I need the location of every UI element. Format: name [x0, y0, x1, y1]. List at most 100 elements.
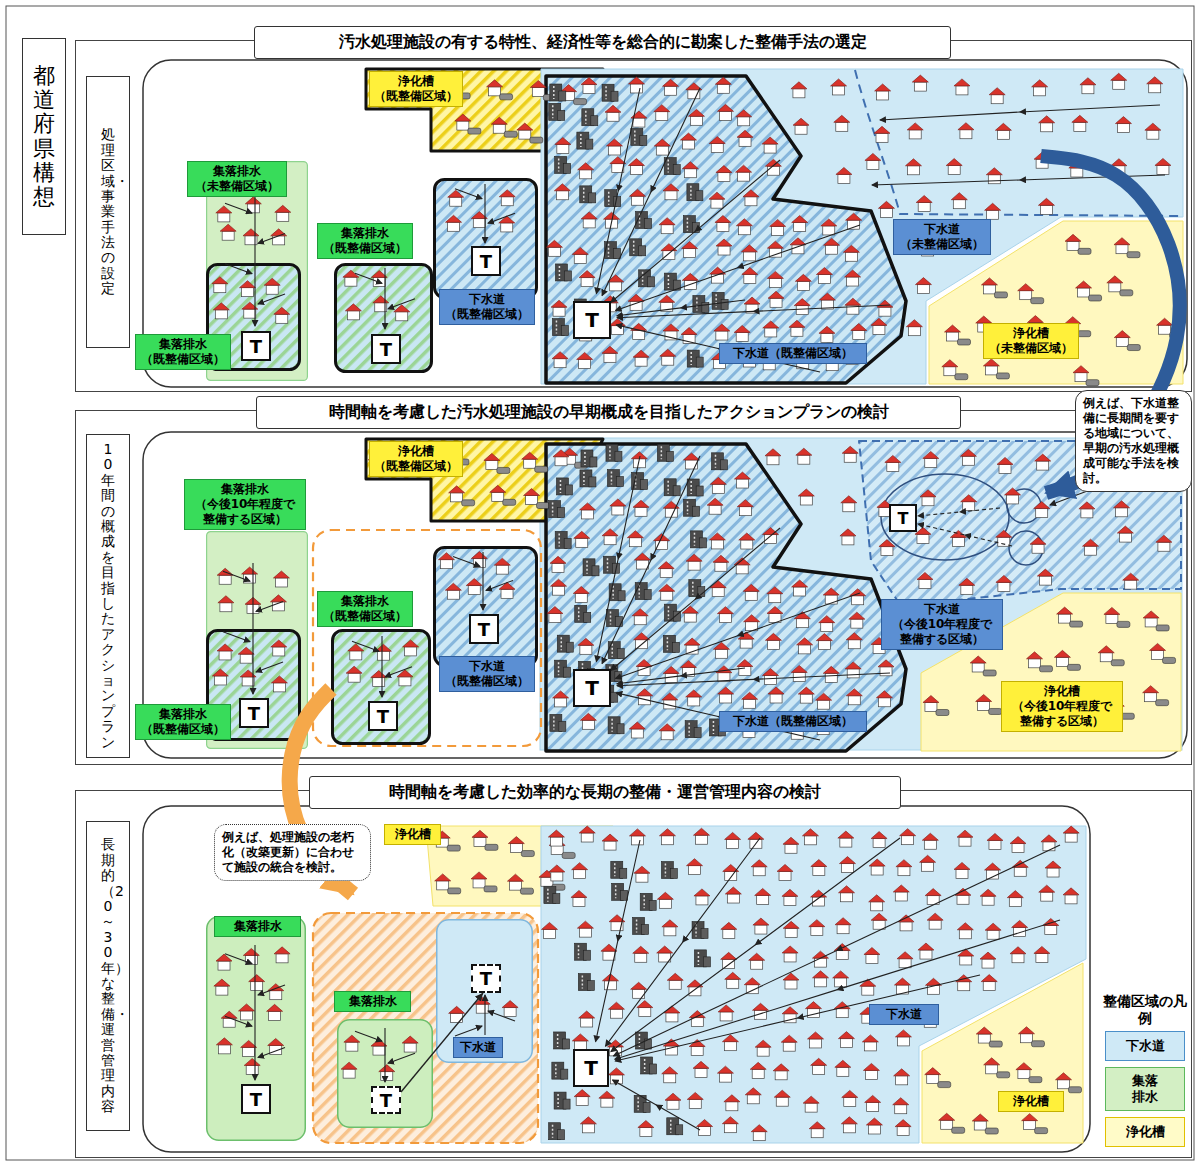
building-wing: [673, 280, 680, 290]
septic-house-icon: [1019, 699, 1045, 719]
house-wall: [743, 728, 755, 737]
house-wall: [532, 87, 544, 96]
septic-tank: [383, 97, 396, 103]
building-wing: [641, 480, 648, 490]
building-icon: [687, 479, 703, 496]
house-icon: [925, 978, 941, 994]
house-wall: [664, 927, 676, 936]
service-area: 集落排水 （既整備区域）T: [334, 263, 433, 373]
house-wall: [744, 274, 756, 283]
house-icon: [212, 669, 228, 685]
house-wall: [501, 589, 513, 598]
building-wing: [584, 950, 591, 960]
building-windows: [661, 446, 663, 459]
house-icon: [821, 219, 837, 235]
house-roof: [554, 184, 570, 191]
house-wall: [711, 199, 723, 208]
house-roof: [987, 833, 1003, 840]
house-icon: [762, 137, 778, 153]
house-wall: [669, 980, 681, 989]
house-wall: [746, 622, 758, 631]
house-wall: [683, 334, 695, 343]
house-roof: [920, 490, 936, 497]
house-wall: [794, 223, 806, 232]
building-icon: [640, 893, 656, 910]
house-wall: [755, 925, 767, 934]
house-icon: [927, 913, 943, 929]
septic-tank: [1127, 345, 1140, 351]
house-wall: [866, 954, 878, 963]
house-roof: [736, 219, 752, 226]
house-wall: [573, 897, 585, 906]
house-icon: [602, 974, 618, 990]
house-wall: [792, 245, 804, 254]
house-icon: [242, 567, 258, 583]
house-wall: [837, 925, 849, 934]
house-wall: [750, 839, 762, 848]
house-wall: [246, 1065, 258, 1074]
house-icon: [579, 503, 595, 519]
house-wall: [983, 285, 995, 294]
building-windows: [585, 111, 587, 124]
house-wall: [696, 896, 708, 905]
building-body: [549, 501, 561, 518]
stage-frame: [143, 806, 1090, 1152]
area-label: 浄化槽: [1013, 1094, 1049, 1108]
house-wall: [1014, 927, 1026, 936]
house-roof: [742, 267, 758, 274]
house-wall: [763, 361, 775, 370]
house-roof: [1115, 459, 1131, 466]
house-roof: [1083, 539, 1099, 546]
building-wing: [615, 451, 622, 461]
house-icon: [714, 324, 730, 340]
house-icon: [633, 500, 649, 516]
house-icon: [895, 1030, 911, 1046]
house-roof: [742, 692, 758, 699]
house-roof: [1030, 537, 1046, 544]
house-roof: [1114, 331, 1130, 338]
building-windows: [634, 130, 636, 143]
building-icon: [555, 660, 571, 677]
building-windows: [578, 301, 580, 314]
house-icon: [274, 307, 290, 323]
building-body: [580, 470, 592, 487]
house-icon: [925, 621, 941, 637]
house-wall: [1041, 892, 1053, 901]
house-icon: [893, 885, 909, 901]
house-icon: [379, 1065, 395, 1081]
house-wall: [437, 881, 449, 890]
house-icon: [238, 647, 254, 663]
house-wall: [770, 694, 782, 703]
house-icon: [878, 660, 894, 676]
side-label-box: 10年間の概成を目指したアクションプラン: [86, 434, 130, 758]
house-wall: [840, 1039, 852, 1048]
house-roof: [659, 724, 675, 731]
building-windows: [582, 976, 584, 989]
building-icon: [692, 922, 708, 939]
building-wing: [553, 894, 560, 904]
building-body: [577, 132, 589, 149]
house-icon: [684, 638, 700, 654]
building-icon: [580, 186, 596, 203]
house-icon: [958, 949, 974, 965]
house-icon: [768, 291, 784, 307]
house-roof: [1065, 317, 1081, 324]
house-roof: [274, 307, 290, 314]
house-icon: [900, 829, 916, 845]
building-wing: [592, 566, 599, 576]
plant-symbol: T: [478, 619, 490, 640]
house-wall: [242, 677, 254, 686]
house-wall: [871, 902, 883, 911]
house-icon: [777, 864, 793, 880]
house-icon: [767, 241, 783, 257]
house-icon: [809, 920, 825, 936]
house-roof: [551, 579, 567, 586]
house-wall: [373, 678, 385, 687]
house-icon: [791, 82, 807, 98]
house-icon: [663, 1039, 679, 1055]
building-windows: [558, 662, 560, 675]
house-wall: [1109, 283, 1121, 292]
house-wall: [636, 560, 648, 569]
house-roof: [502, 1001, 518, 1008]
cluster-outline: [1007, 489, 1041, 523]
